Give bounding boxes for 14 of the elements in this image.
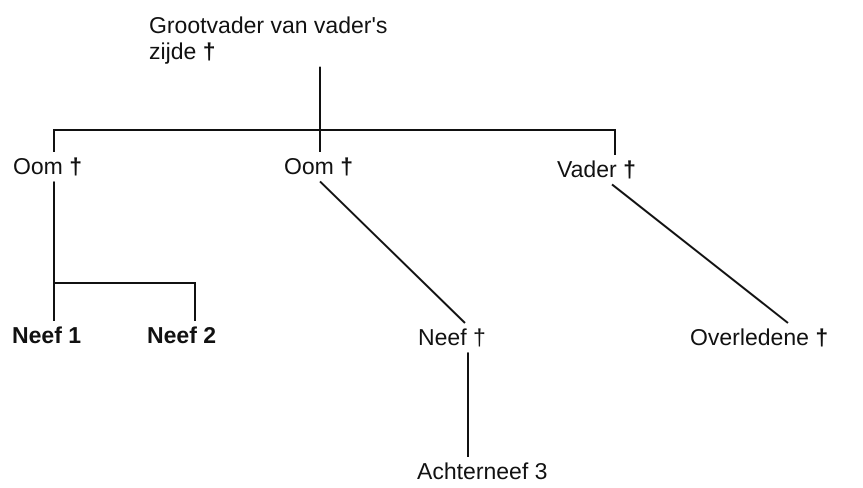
person-label: Achterneef 3 bbox=[417, 458, 548, 484]
person-label: Oom † bbox=[13, 153, 82, 180]
person-label: Neef 1 bbox=[12, 322, 82, 348]
connector-line bbox=[467, 352, 469, 457]
person-label: Vader † bbox=[557, 156, 636, 182]
person-label: Oom † bbox=[284, 153, 354, 180]
connector-line bbox=[319, 180, 466, 324]
person-label: Neef † bbox=[418, 324, 486, 350]
person-label: Overledene † bbox=[690, 324, 828, 350]
connector-line bbox=[611, 184, 789, 324]
person-label: Grootvader van vader's zijde † bbox=[149, 12, 434, 65]
connector-line bbox=[319, 66, 616, 155]
connector-line bbox=[53, 181, 196, 321]
person-label: Neef 2 bbox=[147, 322, 216, 348]
